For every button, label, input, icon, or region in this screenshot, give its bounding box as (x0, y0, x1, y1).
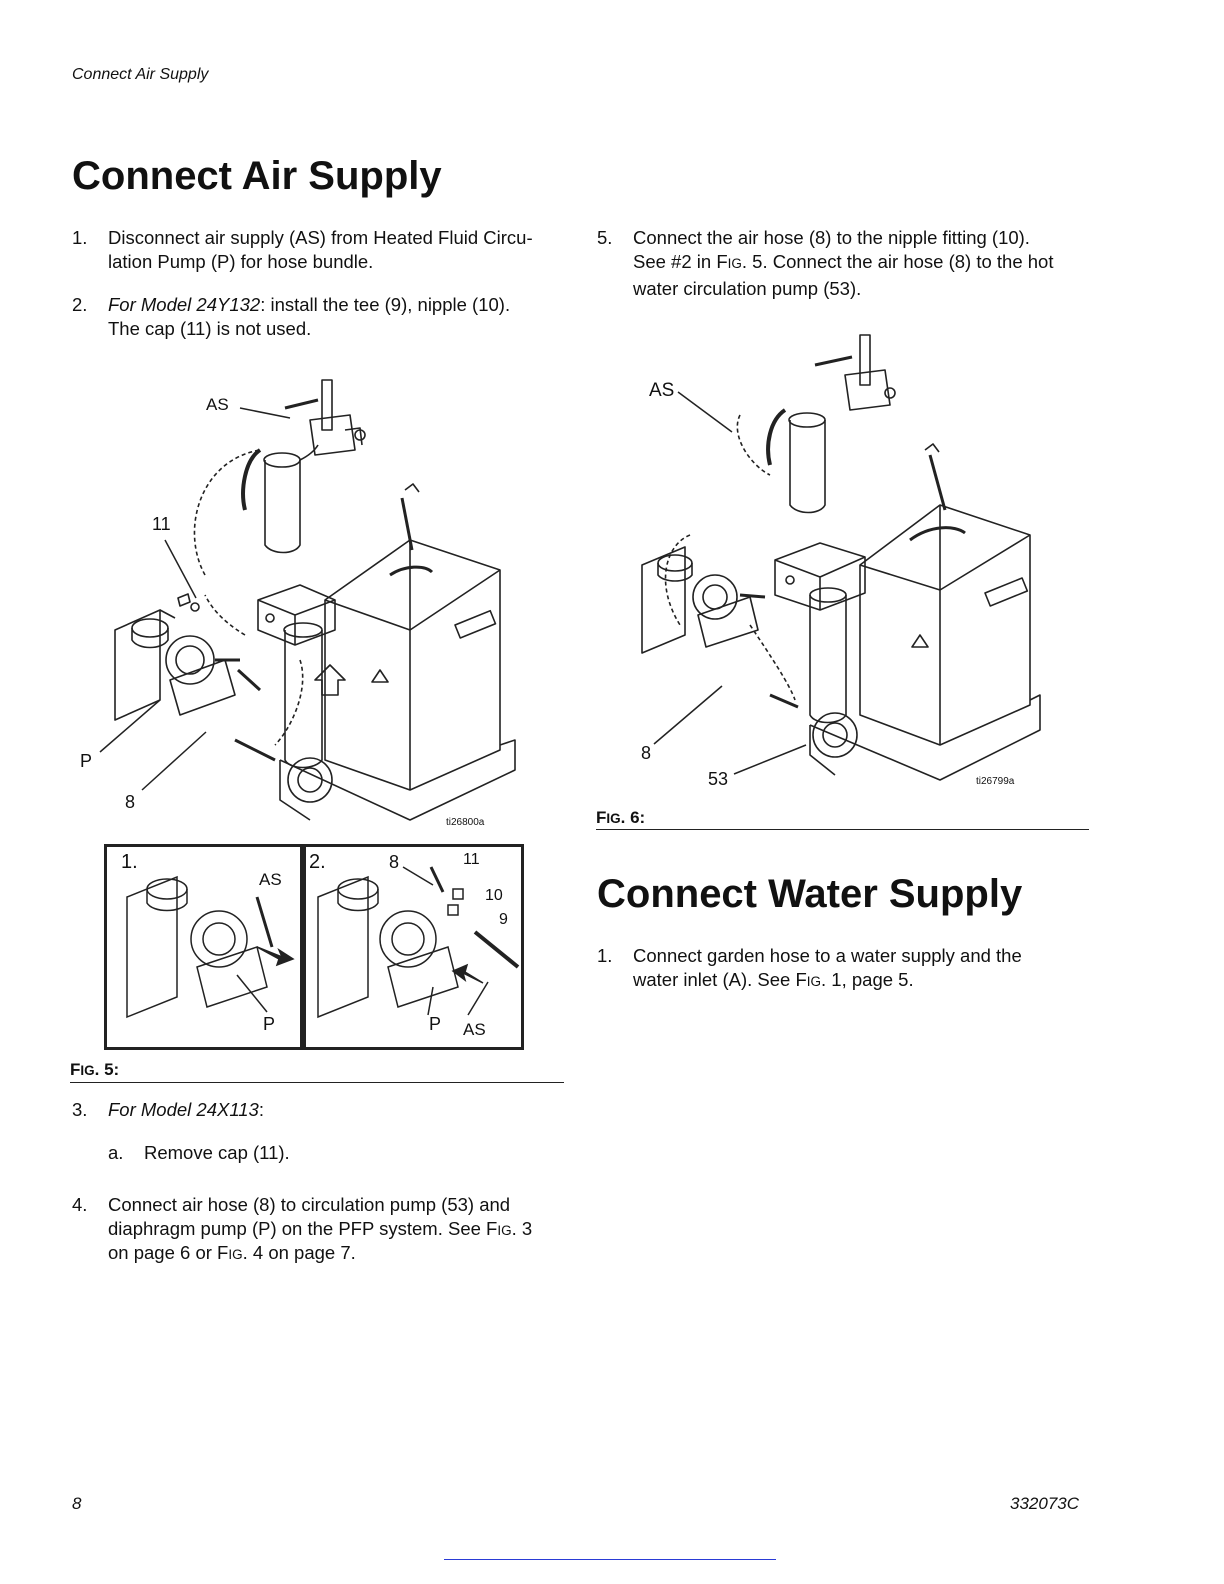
step-text: on page 6 or F (108, 1242, 229, 1263)
model-name: For Model 24X113 (108, 1099, 259, 1120)
fig6-caption: FIG. 6: (596, 808, 645, 828)
step-number: 3. (72, 1099, 88, 1120)
inset2-label-11: 11 (463, 851, 480, 868)
step-number: 1. (597, 945, 613, 966)
step-number: 4. (72, 1194, 88, 1215)
fig6-label-8: 8 (641, 743, 652, 763)
step-number: a. (108, 1142, 124, 1163)
model-name: For Model 24Y132 (108, 294, 261, 315)
inset2-pump-illustration (317, 866, 520, 1019)
step-number: 2. (72, 294, 88, 315)
fig-ref-smallcaps: IG (228, 1247, 243, 1262)
step-text: diaphragm pump (P) on the PFP system. Se… (108, 1218, 498, 1239)
caption-f: F (70, 1060, 81, 1079)
fig5-caption: FIG. 5: (70, 1060, 119, 1080)
inset2-label-9: 9 (499, 911, 508, 928)
fig-ref-smallcaps: IG (727, 256, 742, 271)
fig5-inset-2: 2. 8 11 10 9 P AS (300, 844, 524, 1050)
inset1-label-as: AS (259, 870, 282, 889)
step-text: See #2 in F (633, 251, 728, 272)
step-text: : (258, 1099, 264, 1120)
inset2-label-as: AS (463, 1020, 486, 1039)
step-text-line: The cap (11) is not used. (108, 318, 312, 339)
fig-ref-smallcaps: IG (806, 974, 822, 989)
step-text: . 5. Connect the air hose (8) to the hot (741, 251, 1054, 272)
fig6-image-id: ti26799a (976, 776, 1015, 787)
step-text-line: Connect garden hose to a water supply an… (633, 945, 1022, 966)
step-text-line: Connect the air hose (8) to the nipple f… (633, 227, 1030, 248)
step-number: 1. (72, 227, 88, 248)
step-text: : install the tee (9), nipple (10). (260, 294, 511, 315)
step-text-line: lation Pump (P) for hose bundle. (108, 251, 374, 272)
step-text-line: See #2 in FIG. 5. Connect the air hose (… (633, 250, 1054, 276)
step-text-line: Remove cap (11). (144, 1142, 290, 1163)
fig6-label-as: AS (649, 380, 675, 401)
fig6-label-53: 53 (708, 769, 729, 789)
fig5-inset-1: 1. AS P (104, 844, 306, 1050)
caption-f: F (596, 808, 607, 827)
step-text: . 4 on page 7. (242, 1242, 356, 1263)
section-title-water-supply: Connect Water Supply (597, 872, 1023, 916)
step-text: . 1, page 5. (821, 969, 914, 990)
step-text-line: Connect air hose (8) to circulation pump… (108, 1194, 511, 1215)
step-number: 5. (597, 227, 613, 248)
doc-number: 332073C (1010, 1494, 1080, 1513)
inset1-label-p: P (263, 1014, 276, 1034)
caption-ig: IG (606, 811, 621, 826)
inset2-label-8: 8 (389, 852, 400, 872)
fig5-image-id: ti26800a (446, 817, 485, 828)
step-text-line: water inlet (A). See FIG. 1, page 5. (633, 968, 914, 994)
step-text-line: For Model 24X113: (108, 1098, 264, 1122)
step-text-line: water circulation pump (53). (633, 278, 862, 299)
fig5-illustration (114, 379, 516, 821)
section-title-air-supply: Connect Air Supply (72, 154, 442, 198)
step-text-line: on page 6 or FIG. 4 on page 7. (108, 1241, 356, 1267)
inset-number: 1. (121, 851, 138, 873)
page-number: 8 (72, 1494, 82, 1513)
bottom-link-rule (444, 1559, 776, 1560)
fig5-label-p: P (80, 751, 93, 771)
fig6-illustration (641, 334, 1041, 781)
running-header: Connect Air Supply (72, 66, 209, 83)
fig5-label-11: 11 (152, 514, 171, 534)
caption-ig: IG (80, 1063, 95, 1078)
fig-ref-smallcaps: IG (497, 1223, 512, 1238)
inset2-label-10: 10 (485, 887, 503, 904)
caption-rest: . 5: (94, 1060, 120, 1079)
inset2-label-p: P (429, 1014, 442, 1034)
fig6-caption-rule (596, 829, 1089, 830)
inset-number: 2. (309, 851, 326, 873)
fig5-caption-rule (70, 1082, 564, 1083)
step-text-line: Disconnect air supply (AS) from Heated F… (108, 227, 533, 248)
step-text: water inlet (A). See F (633, 969, 807, 990)
step-text-line: diaphragm pump (P) on the PFP system. Se… (108, 1217, 532, 1243)
caption-rest: . 6: (620, 808, 646, 827)
step-text-line: For Model 24Y132: install the tee (9), n… (108, 293, 510, 317)
fig5-label-8: 8 (125, 792, 136, 812)
inset1-pump-illustration (126, 875, 295, 1019)
fig5-label-as: AS (206, 395, 229, 414)
step-text: . 3 (511, 1218, 533, 1239)
